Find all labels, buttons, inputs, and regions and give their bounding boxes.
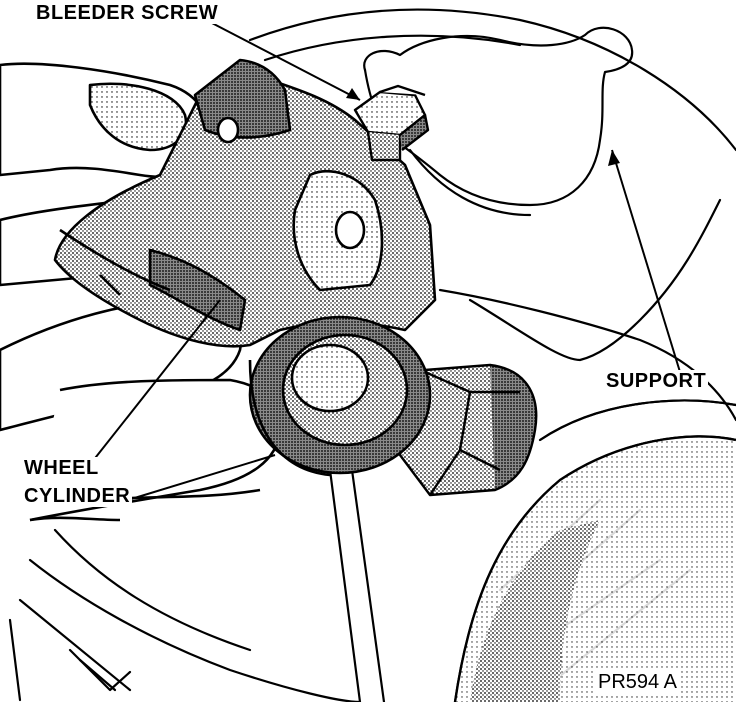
bleeder-screw-label: BLEEDER SCREW: [34, 2, 221, 24]
hand: [0, 62, 282, 522]
backing-plate-rim: [468, 198, 722, 362]
link-rod: [328, 468, 362, 702]
support-bracket: [363, 26, 634, 207]
backing-plate-contour: [263, 34, 522, 62]
backing-plate-edge: [438, 288, 736, 422]
support-label: SUPPORT: [604, 370, 709, 392]
bleeder-leader: [209, 21, 361, 101]
wheel-label: WHEEL: [22, 457, 101, 479]
cylinder-label: CYLINDER: [22, 485, 133, 507]
cylinder-leader: [127, 454, 276, 501]
bleeder-screw: [353, 84, 430, 162]
backing-plate-lower: [28, 558, 362, 702]
wheel-cylinder-leader: [91, 299, 221, 463]
cylinder-boot: [248, 315, 432, 477]
figure-id-label: PR594 A: [596, 671, 679, 693]
support-leader: [611, 149, 681, 373]
wheel-cylinder: [53, 58, 437, 348]
mounting-hole: [334, 210, 366, 250]
leader-lines: [91, 21, 681, 501]
cylinder-boss: [193, 58, 292, 139]
backing-plate-outline: [248, 8, 736, 152]
